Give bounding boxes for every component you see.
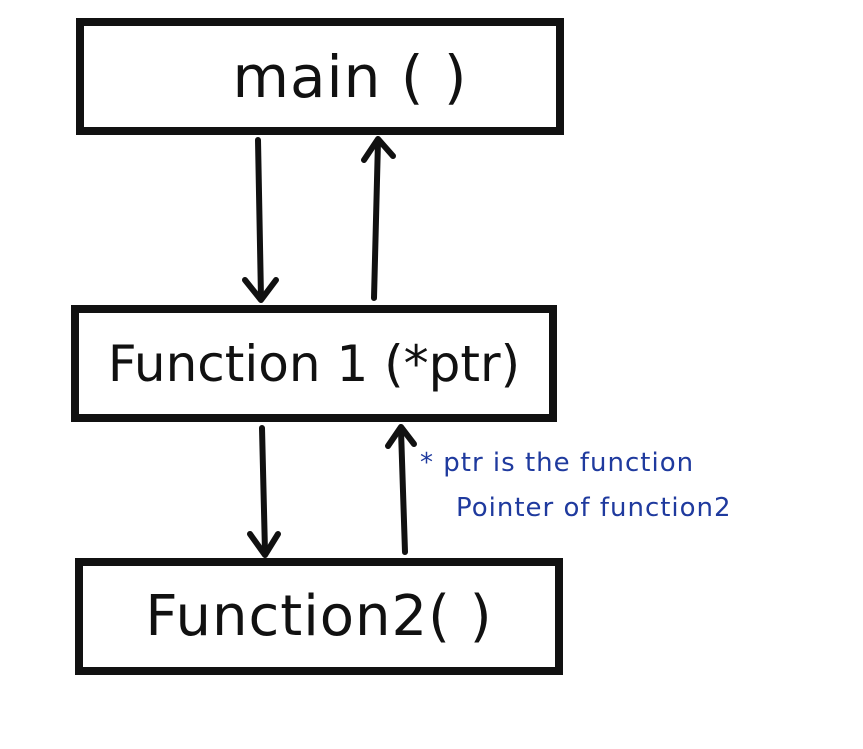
function1-label: Function 1 (*ptr): [107, 334, 521, 393]
pointer-note-line-2: Pointer of function2: [456, 493, 732, 523]
function2-box: Function2( ): [75, 558, 563, 675]
pointer-note-line-1: * ptr is the function: [420, 448, 695, 478]
main-function-label: main ( ): [232, 42, 468, 111]
function1-box: Function 1 (*ptr): [71, 305, 557, 422]
main-function-box: main ( ): [76, 18, 564, 135]
arrow-function1-to-main: [361, 136, 396, 301]
arrow-function1-to-function2: [247, 425, 281, 558]
arrow-main-to-function1: [242, 137, 279, 303]
arrow-function2-to-function1: [385, 424, 417, 555]
function2-label: Function2( ): [145, 584, 493, 649]
